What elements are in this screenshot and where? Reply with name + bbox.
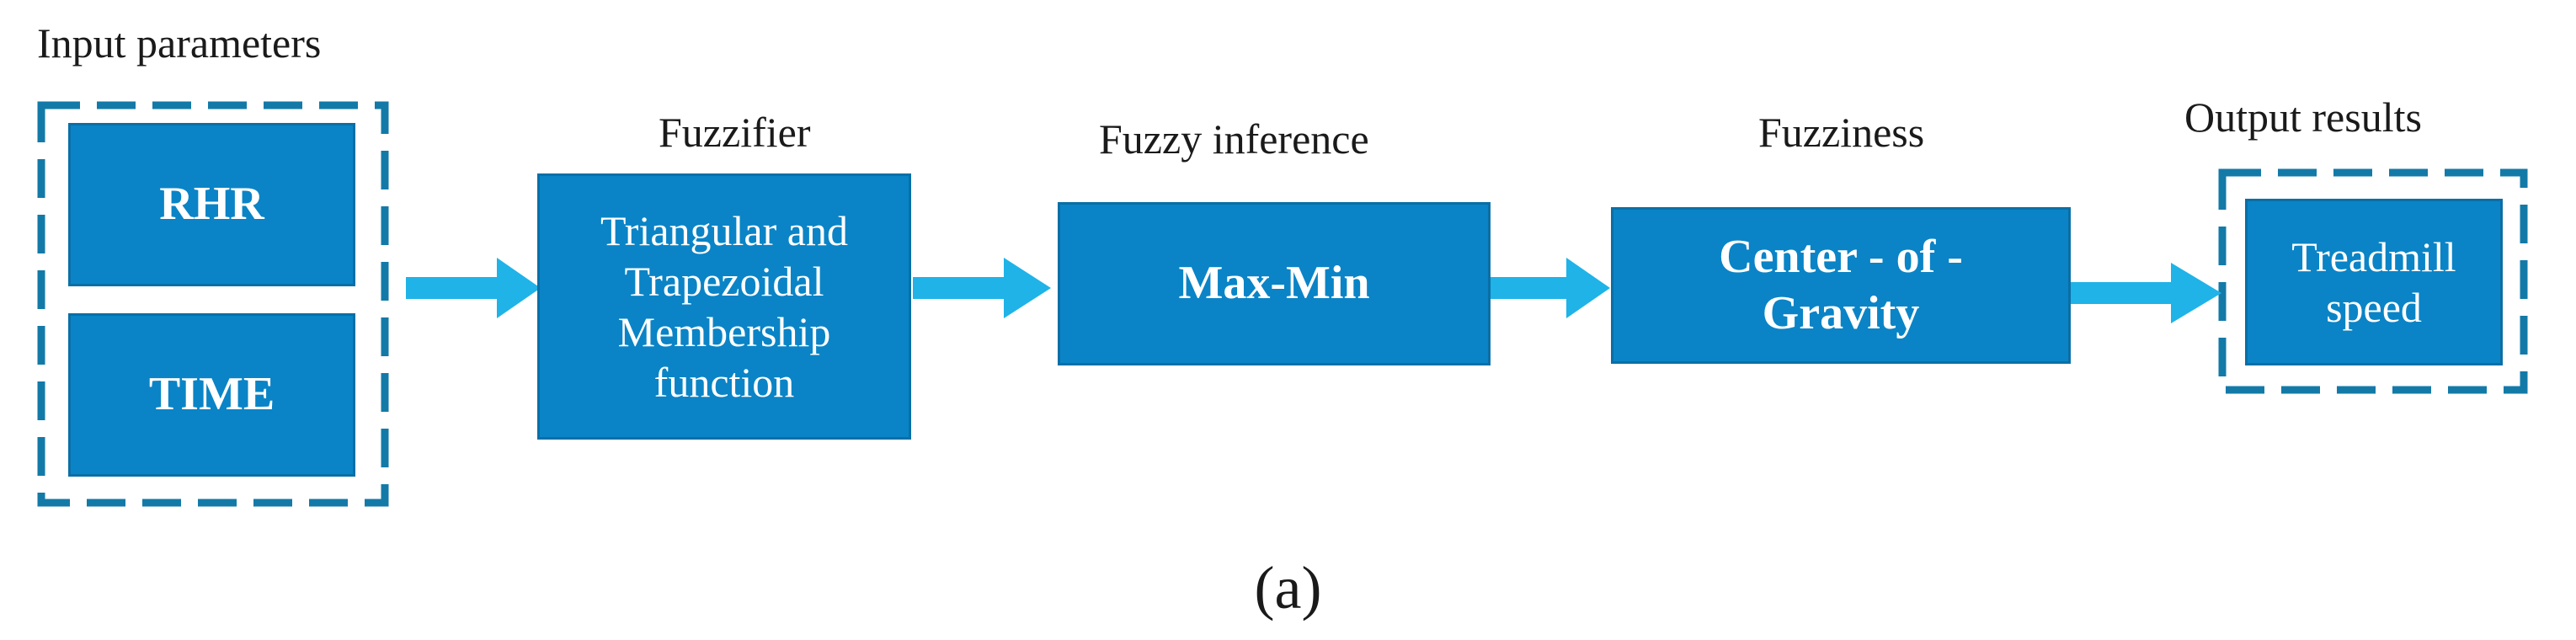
treadmill-line-1: Treadmill	[2291, 233, 2456, 280]
membership-function-box: Triangular and Trapezoidal Membership fu…	[537, 173, 911, 440]
input-parameters-label: Input parameters	[37, 19, 322, 67]
membership-line-2: Trapezoidal	[624, 258, 824, 305]
output-group-outline	[2218, 168, 2528, 394]
fuzzifier-label: Fuzzifier	[659, 109, 811, 156]
arrow-inference-to-cog	[1491, 258, 1610, 318]
rhr-box: RHR	[68, 123, 355, 286]
max-min-box: Max-Min	[1058, 202, 1491, 365]
cog-line-2: Gravity	[1762, 287, 1920, 339]
rhr-label: RHR	[159, 178, 264, 231]
fuzziness-label: Fuzziness	[1758, 109, 1925, 156]
arrow-fuzzifier-to-inference	[913, 258, 1051, 318]
center-of-gravity-box: Center - of - Gravity	[1611, 207, 2071, 364]
time-box: TIME	[68, 313, 355, 477]
treadmill-speed-box: Treadmill speed	[2245, 199, 2503, 365]
figure-caption: (a)	[1254, 554, 1322, 621]
fuzzy-inference-label: Fuzzy inference	[1099, 115, 1369, 163]
cog-line-1: Center - of -	[1719, 230, 1963, 283]
arrow-cog-to-output	[2071, 263, 2221, 323]
treadmill-line-2: speed	[2326, 284, 2422, 331]
arrow-input-to-fuzzifier	[406, 258, 541, 318]
input-group-outline	[37, 101, 389, 507]
membership-line-1: Triangular and	[600, 207, 848, 254]
membership-line-3: Membership	[617, 308, 831, 355]
time-label: TIME	[148, 368, 275, 421]
max-min-label: Max-Min	[1178, 257, 1370, 310]
output-results-label: Output results	[2184, 93, 2422, 141]
membership-line-4: function	[653, 359, 795, 406]
